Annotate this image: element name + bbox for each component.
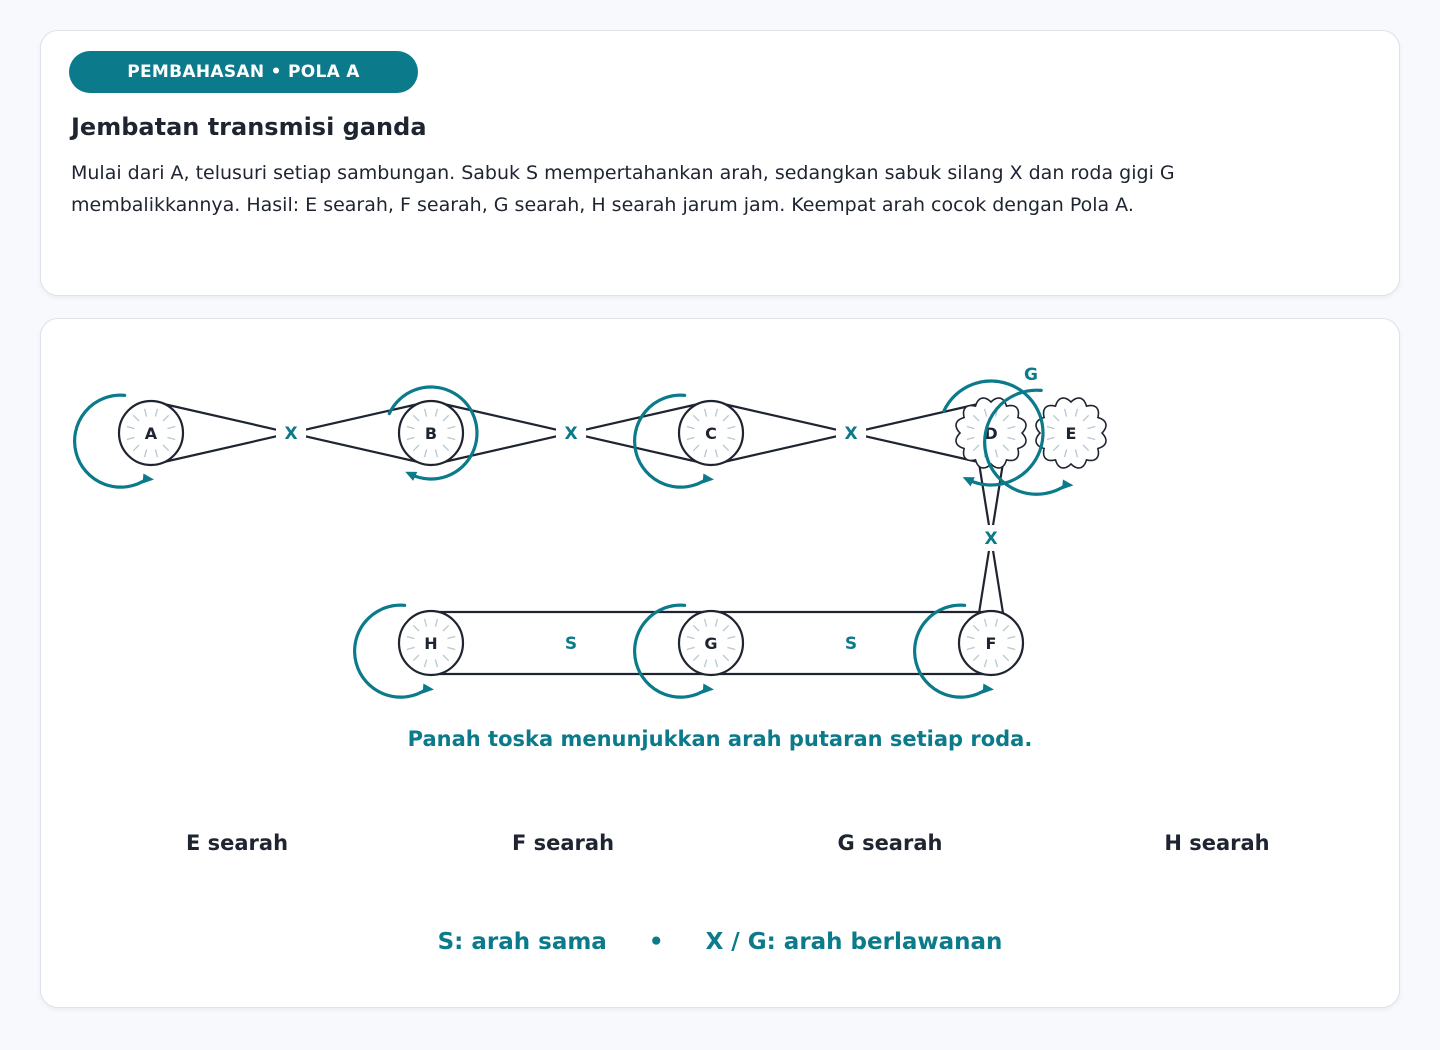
connection-label-f-g: S xyxy=(845,634,857,654)
rotation-arrow-g xyxy=(633,603,714,699)
wheel-d: D xyxy=(955,397,1027,469)
wheel-label-b: B xyxy=(425,424,437,443)
connection-label-c-d: X xyxy=(844,424,857,444)
belt-c-d xyxy=(713,400,989,466)
connection-label-a-b: X xyxy=(284,424,297,444)
wheel-label-g: G xyxy=(704,634,717,653)
belt-a-b xyxy=(153,400,429,466)
connection-label-g-h: S xyxy=(565,634,577,654)
rotation-arrow-a xyxy=(73,393,154,489)
rotation-arrow-h xyxy=(353,603,434,699)
wheel-label-h: H xyxy=(424,634,437,653)
belt-d-f xyxy=(977,461,1005,615)
rotation-arrow-c xyxy=(633,393,714,489)
wheel-a: A xyxy=(117,399,185,467)
transmission-diagram: A B C D E F G H X X X G X S S xyxy=(73,365,1107,699)
belt-f-g xyxy=(709,610,993,676)
legend: S: arah sama • X / G: arah berlawanan xyxy=(41,929,1399,955)
result-f: F searah xyxy=(511,831,615,855)
connection-label-d-e: G xyxy=(1024,365,1038,385)
page-title: Jembatan transmisi ganda xyxy=(71,113,427,141)
connection-label-b-c: X xyxy=(564,424,577,444)
rotation-arrow-f xyxy=(913,603,994,699)
wheel-f: F xyxy=(957,609,1025,677)
connection-label-d-f: X xyxy=(984,529,997,549)
wheel-label-c: C xyxy=(705,424,717,443)
belt-b-c xyxy=(433,400,709,466)
legend-separator: • xyxy=(648,929,664,955)
wheel-label-a: A xyxy=(145,424,158,443)
legend-same: S: arah sama xyxy=(437,929,607,955)
result-g: G searah xyxy=(837,831,943,855)
diagram-caption: Panah toska menunjukkan arah putaran set… xyxy=(407,727,1033,751)
explanation-text: Mulai dari A, telusuri setiap sambungan.… xyxy=(71,162,1175,216)
rotation-arrow-e xyxy=(983,388,1074,496)
result-h: H searah xyxy=(1164,831,1270,855)
belt-g-h xyxy=(429,610,713,676)
results-row: E searah F searah G searah H searah xyxy=(41,831,1399,861)
rotation-arrow-b xyxy=(387,385,479,481)
result-e: E searah xyxy=(185,831,289,855)
pattern-badge: PEMBAHASAN • POLA A xyxy=(69,51,418,93)
wheel-label-f: F xyxy=(986,634,997,653)
wheel-g: G xyxy=(677,609,745,677)
wheel-c: C xyxy=(677,399,745,467)
explanation-card: PEMBAHASAN • POLA A Jembatan transmisi g… xyxy=(40,30,1400,296)
wheel-e: E xyxy=(1035,397,1107,469)
diagram-card: A B C D E F G H X X X G X S S Panah toska menunjukkan… xyxy=(40,318,1400,1008)
legend-opposite: X / G: arah berlawanan xyxy=(705,929,1003,955)
wheel-label-e: E xyxy=(1066,424,1077,443)
wheel-h: H xyxy=(397,609,465,677)
wheel-b: B xyxy=(397,399,465,467)
